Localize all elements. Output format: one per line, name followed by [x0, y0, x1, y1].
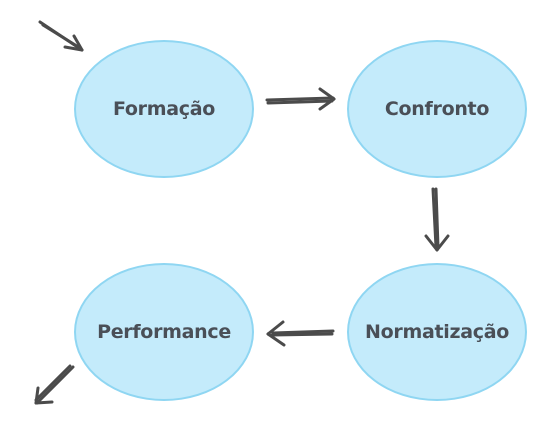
node-label: Confronto [384, 98, 490, 120]
node-confronto: Confronto [347, 40, 527, 178]
node-label: Normatização [365, 321, 509, 343]
node-performance: Performance [74, 263, 254, 401]
node-normatizacao: Normatização [347, 263, 527, 401]
exit-arrow [34, 364, 75, 405]
arrow-normatizacao-to-performance [266, 320, 335, 347]
arrow-confronto-to-normatizacao [424, 187, 450, 252]
node-formacao: Formação [74, 40, 254, 178]
node-label: Formação [113, 98, 215, 120]
entry-arrow [38, 20, 84, 52]
arrow-formacao-to-confronto [265, 87, 336, 111]
node-label: Performance [97, 321, 231, 343]
